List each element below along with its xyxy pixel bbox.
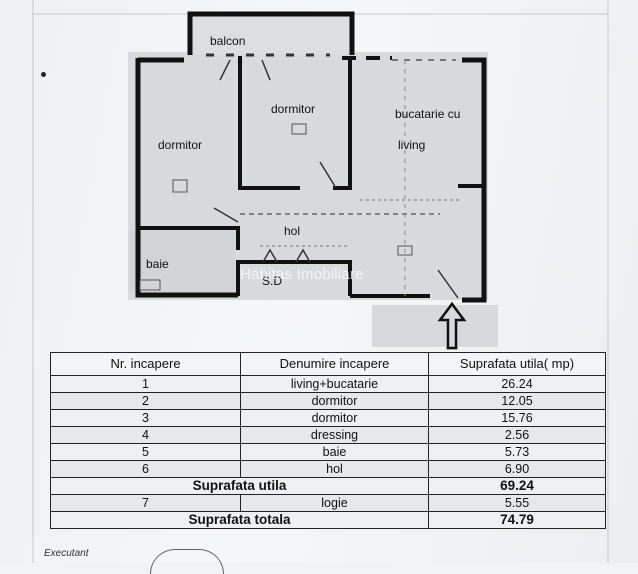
subtotal-row: Suprafata utila 69.24 <box>50 477 606 495</box>
room-label-dormitor-2: dormitor <box>158 138 203 152</box>
cell-nr: 5 <box>50 443 241 461</box>
balcony-area <box>190 14 352 54</box>
cell-area: 12.05 <box>428 392 606 410</box>
exterior-wall-right <box>462 57 487 303</box>
column-header-area: Suprafata utila( mp) <box>428 352 606 376</box>
table-row: 2 dormitor 12.05 <box>50 392 606 410</box>
room-label-living: living <box>398 138 426 152</box>
stamp-seal-icon <box>150 549 224 574</box>
balcony-wall <box>187 11 355 55</box>
cell-nr: 7 <box>50 494 241 512</box>
cell-area: 5.55 <box>428 494 606 512</box>
subtotal-value: 69.24 <box>428 477 606 495</box>
total-row: Suprafata totala 74.79 <box>50 511 606 529</box>
table-row: 6 hol 6.90 <box>50 460 606 478</box>
table-row: 3 dormitor 15.76 <box>50 409 606 427</box>
subtotal-label: Suprafata utila <box>50 477 429 495</box>
bedroom-wall <box>333 56 352 190</box>
exterior-wall-left <box>135 58 238 298</box>
cell-area: 15.76 <box>428 409 606 427</box>
storage-wall <box>236 260 352 296</box>
column-header-name: Denumire incapere <box>240 352 429 376</box>
cell-name: hol <box>240 460 429 478</box>
executant-text: Executant <box>44 548 89 559</box>
cell-nr: 6 <box>50 460 241 478</box>
cell-nr: 3 <box>50 409 241 427</box>
room-label-hol: hol <box>284 224 301 238</box>
punch-hole-dot <box>41 72 46 77</box>
cell-area: 5.73 <box>428 443 606 461</box>
table-header-row: Nr. incapere Denumire incapere Suprafata… <box>50 352 606 376</box>
cell-name: dormitor <box>240 392 429 410</box>
room-label-bucatarie: bucatarie cu <box>395 107 461 121</box>
bedroom-wall <box>238 56 300 190</box>
room-label-sd: S.D <box>262 274 283 288</box>
cell-name: dormitor <box>240 409 429 427</box>
column-header-nr: Nr. incapere <box>50 352 241 376</box>
cell-nr: 2 <box>50 392 241 410</box>
cell-name: baie <box>240 443 429 461</box>
watermark-text: Habitas Imobiliare <box>240 266 364 283</box>
cell-name: dressing <box>240 426 429 444</box>
room-label-balcon: balcon <box>210 34 246 48</box>
table-row: 4 dressing 2.56 <box>50 426 606 444</box>
room-label-baie: baie <box>146 257 169 271</box>
cell-area: 2.56 <box>428 426 606 444</box>
table-row: 1 living+bucatarie 26.24 <box>50 375 606 393</box>
total-value: 74.79 <box>428 511 606 529</box>
cell-nr: 4 <box>50 426 241 444</box>
cell-name: logie <box>240 494 429 512</box>
cell-area: 26.24 <box>428 375 606 393</box>
shaded-entrance-area <box>372 305 498 347</box>
table-row: 5 baie 5.73 <box>50 443 606 461</box>
total-label: Suprafata totala <box>50 511 429 529</box>
cell-area: 6.90 <box>428 460 606 478</box>
room-area-table: Nr. incapere Denumire incapere Suprafata… <box>50 352 606 529</box>
bathroom-wall <box>138 226 240 250</box>
room-label-dormitor-1: dormitor <box>271 102 316 116</box>
cell-nr: 1 <box>50 375 241 393</box>
table-row: 7 logie 5.55 <box>50 494 606 512</box>
cell-name: living+bucatarie <box>240 375 429 393</box>
